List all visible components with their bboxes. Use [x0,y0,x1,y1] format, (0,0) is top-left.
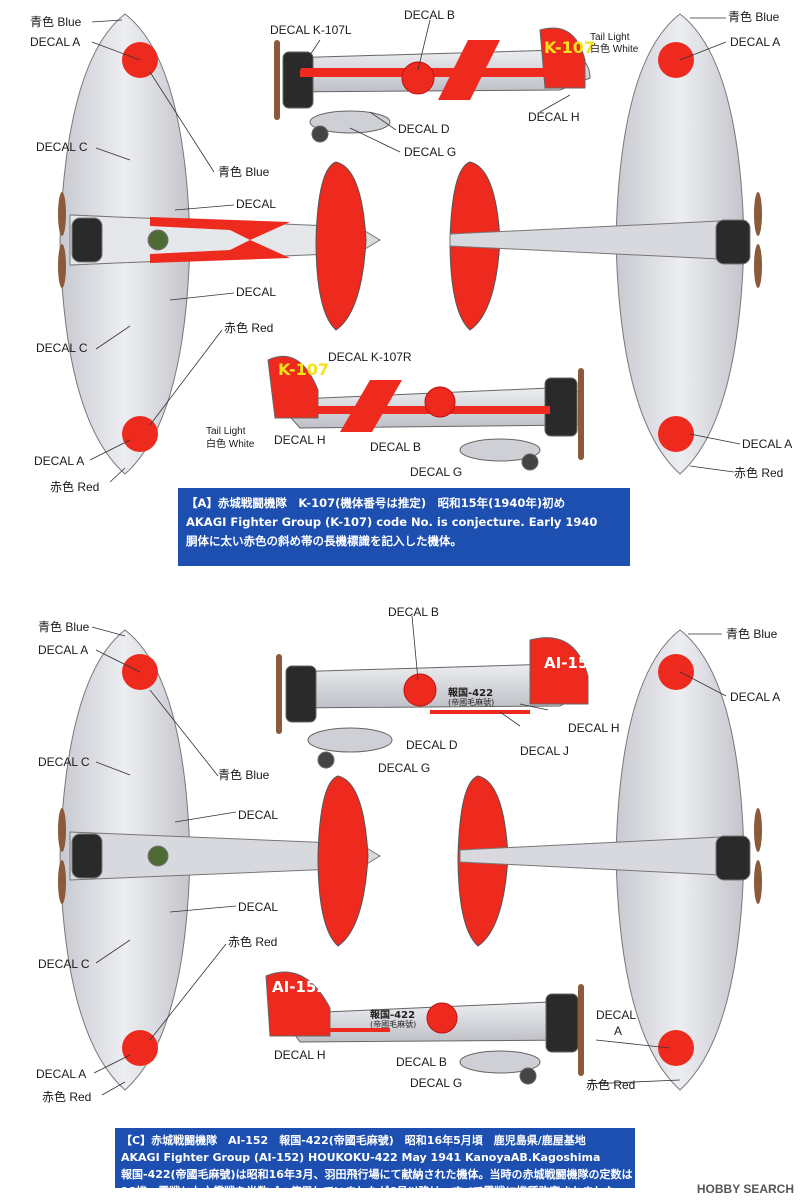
leader-lines [89,17,741,1096]
label-c-decal-a-bottom-left: DECAL A [36,1067,87,1081]
label-a-blue-mid-left: 青色 Blue [218,165,270,179]
c-houkoku-bot: 報国-422 [370,1010,416,1021]
label-a-tail-light-en-top: Tail Light [590,32,630,43]
label-c-red-bottom-left: 赤色 Red [42,1090,92,1104]
label-a-decal-h-top: DECAL H [528,110,580,124]
label-a-decal-a-top-left: DECAL A [30,35,81,49]
label-c-red-mid: 赤色 Red [228,935,278,949]
caption-c-line-4: 18機。零戦と九六艦戦を半数づつ使用していましたが6月以降は、すべて零戦に機種改… [121,1185,627,1198]
a-right-code: K-107 [278,360,330,379]
caption-a-line-3: 胴体に太い赤色の斜め帯の長機標識を記入した機体。 [186,534,462,548]
label-a-decal-h-bot: DECAL H [274,433,326,447]
label-a-decal-wing-2: DECAL [236,285,277,299]
label-c-blue-mid: 青色 Blue [218,768,270,782]
label-c-decal-b-bot: DECAL B [396,1055,447,1069]
caption-a-line-1: 【A】赤城戦闘機隊 K-107(機体番号は推定) 昭和15年(1940年)初め [186,496,566,510]
label-c-decal-a-right-bottom-1: DECAL [596,1008,637,1022]
label-a-decal-a-top-right: DECAL A [730,35,781,49]
label-c-blue-top-left: 青色 Blue [38,620,90,634]
label-a-tail-light-en-bot: Tail Light [206,426,246,437]
label-c-blue-top-right: 青色 Blue [726,627,778,641]
label-a-decal-g-top: DECAL G [404,145,457,159]
a-side-view-right [267,355,584,471]
label-a-decal-a-bottom-left: DECAL A [34,454,85,468]
label-a-decal-k107r: DECAL K-107R [328,350,412,364]
label-c-decal-wing-1: DECAL [238,808,279,822]
label-c-decal-g-bot: DECAL G [410,1076,463,1090]
label-a-decal-c-upper: DECAL C [36,140,88,154]
c-top-view-upper [58,629,381,1091]
label-a-blue-top-left: 青色 Blue [30,15,82,29]
c-houkoku-sub-top: (帝國毛麻號) [448,698,495,707]
caption-a-line-2: AKAGI Fighter Group (K-107) code No. is … [186,515,598,529]
label-a-decal-k107l: DECAL K-107L [270,23,352,37]
a-top-view-upper [58,13,381,475]
label-a-red-bottom-left: 赤色 Red [50,480,100,494]
label-a-red-mid: 赤色 Red [224,321,274,335]
label-c-decal-h-bot: DECAL H [274,1048,326,1062]
c-side-view-left [276,637,589,769]
label-c-decal-a-top-right: DECAL A [730,690,781,704]
label-a-decal-wing-1: DECAL [236,197,277,211]
label-a-red-right-bottom: 赤色 Red [734,466,784,480]
caption-c-line-3: 報国-422(帝國毛麻號)は昭和16年3月、羽田飛行場にて献納された機体。当時の… [121,1168,633,1181]
c-side-view-right [265,971,584,1085]
label-c-decal-d: DECAL D [406,738,458,752]
label-a-decal-c-lower: DECAL C [36,341,88,355]
caption-c-line-2: AKAGI Fighter Group (AI-152) HOUKOKU-422… [121,1151,601,1164]
label-a-tail-light-jp-top: 白色 White [590,44,639,55]
c-left-code: AI-152 [544,654,599,672]
watermark: HOBBY SEARCH [696,1182,794,1196]
c-houkoku-sub-bot: (帝國毛麻號) [370,1020,417,1029]
label-c-decal-a-top-left: DECAL A [38,643,89,657]
label-c-decal-g-top: DECAL G [378,761,431,775]
caption-a: 【A】赤城戦闘機隊 K-107(機体番号は推定) 昭和15年(1940年)初め … [178,488,630,566]
label-c-red-right-bottom: 赤色 Red [586,1078,636,1092]
a-bottom-view [449,13,762,475]
label-c-decal-b-top: DECAL B [388,605,439,619]
label-a-blue-top-right: 青色 Blue [728,10,780,24]
label-a-decal-b-top: DECAL B [404,8,455,22]
caption-c-line-1: 【C】赤城戦闘機隊 AI-152 報国-422(帝國毛麻號) 昭和16年5月頃 … [121,1134,586,1147]
c-houkoku-top: 報国-422 [448,688,494,699]
label-a-decal-b-bot: DECAL B [370,440,421,454]
label-a-decal-d: DECAL D [398,122,450,136]
label-a-tail-light-jp-bot: 白色 White [206,439,255,450]
a-left-code: K-107 [544,38,596,57]
c-right-code: AI-152 [272,978,327,996]
label-c-decal-c-upper: DECAL C [38,755,90,769]
label-a-decal-g-bot: DECAL G [410,465,463,479]
label-c-decal-a-right-bottom-2: A [614,1024,623,1038]
a-side-view-left [274,27,591,143]
label-c-decal-wing-2: DECAL [238,900,279,914]
c-bottom-view [459,629,762,1091]
caption-c: 【C】赤城戦闘機隊 AI-152 報国-422(帝國毛麻號) 昭和16年5月頃 … [115,1128,635,1198]
label-c-decal-c-lower: DECAL C [38,957,90,971]
label-c-decal-j: DECAL J [520,744,569,758]
label-c-decal-h-top: DECAL H [568,721,620,735]
label-a-decal-a-right-bottom: DECAL A [742,437,793,451]
